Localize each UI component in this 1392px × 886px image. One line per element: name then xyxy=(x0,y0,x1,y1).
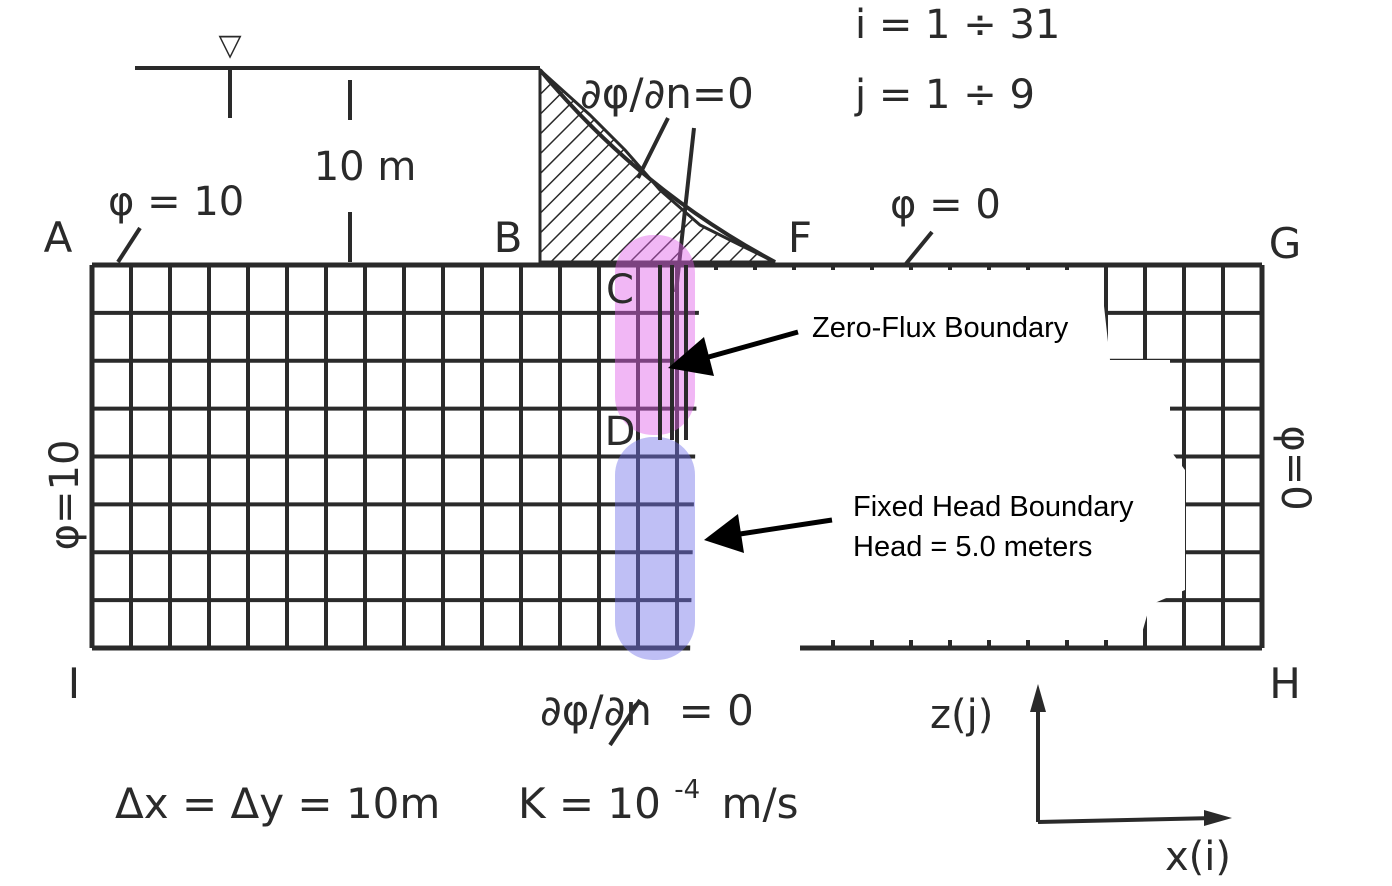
bottom-boundary-leader xyxy=(608,698,642,747)
bottom-boundary-label: ∂φ/∂n = 0 xyxy=(540,686,754,735)
conductivity-label: K = 10 -4 m/s xyxy=(518,759,799,828)
conductivity-unit: m/s xyxy=(722,779,799,828)
conductivity-base: K = 10 xyxy=(518,779,661,828)
z-axis-arrow-icon xyxy=(1030,684,1046,712)
grid-spacing-label: Δx = Δy = 10m xyxy=(115,779,440,828)
fixed-head-arrow-shaft xyxy=(739,517,833,537)
corner-label-B: B xyxy=(494,213,523,262)
phi-left-top-leader xyxy=(116,226,142,264)
corner-label-C: C xyxy=(606,267,634,313)
zero-flux-label: Zero-Flux Boundary xyxy=(812,312,1069,344)
dam-body xyxy=(538,66,776,264)
corner-label-F: F xyxy=(788,213,812,262)
slope-leader-1 xyxy=(636,117,670,179)
zero-flux-highlight xyxy=(615,235,695,435)
zero-flux-arrow-head xyxy=(668,337,714,376)
dam-slope xyxy=(538,68,776,264)
fixed-head-arrow-head xyxy=(704,514,744,553)
phi-left-top-label: φ = 10 xyxy=(108,179,244,225)
fixed-head-label-line1: Fixed Head Boundary xyxy=(853,491,1134,523)
z-axis-label: z(j) xyxy=(930,692,993,738)
fixed-head-label-line2: Head = 5.0 meters xyxy=(853,531,1092,563)
fixed-head-highlight xyxy=(615,437,695,660)
whiteout-patch xyxy=(690,270,1185,655)
phi-right-top-label: φ = 0 xyxy=(890,182,1001,228)
phi-left-side-label: φ=10 xyxy=(42,440,88,551)
water-level-symbol: ▽ xyxy=(218,28,241,63)
i-range-label: i = 1 ÷ 31 xyxy=(855,2,1060,48)
x-axis-label: x(i) xyxy=(1165,834,1231,880)
phi-right-side-label: φ=0 xyxy=(1272,425,1318,510)
slope-boundary-label: ∂φ/∂n=0 xyxy=(580,69,754,118)
dimension-label: 10 m xyxy=(314,144,417,190)
x-axis-arrow-icon xyxy=(1204,810,1232,826)
x-axis-line xyxy=(1037,816,1216,824)
conductivity-exponent: -4 xyxy=(674,775,700,805)
j-range-label: j = 1 ÷ 9 xyxy=(854,72,1035,118)
corner-label-I: I xyxy=(68,659,80,708)
corner-label-D: D xyxy=(605,409,636,455)
corner-label-H: H xyxy=(1269,659,1301,708)
corner-label-G: G xyxy=(1269,219,1302,268)
phi-right-top-leader xyxy=(903,230,934,267)
corner-label-A: A xyxy=(44,213,73,262)
zero-flux-arrow-shaft xyxy=(704,329,799,361)
